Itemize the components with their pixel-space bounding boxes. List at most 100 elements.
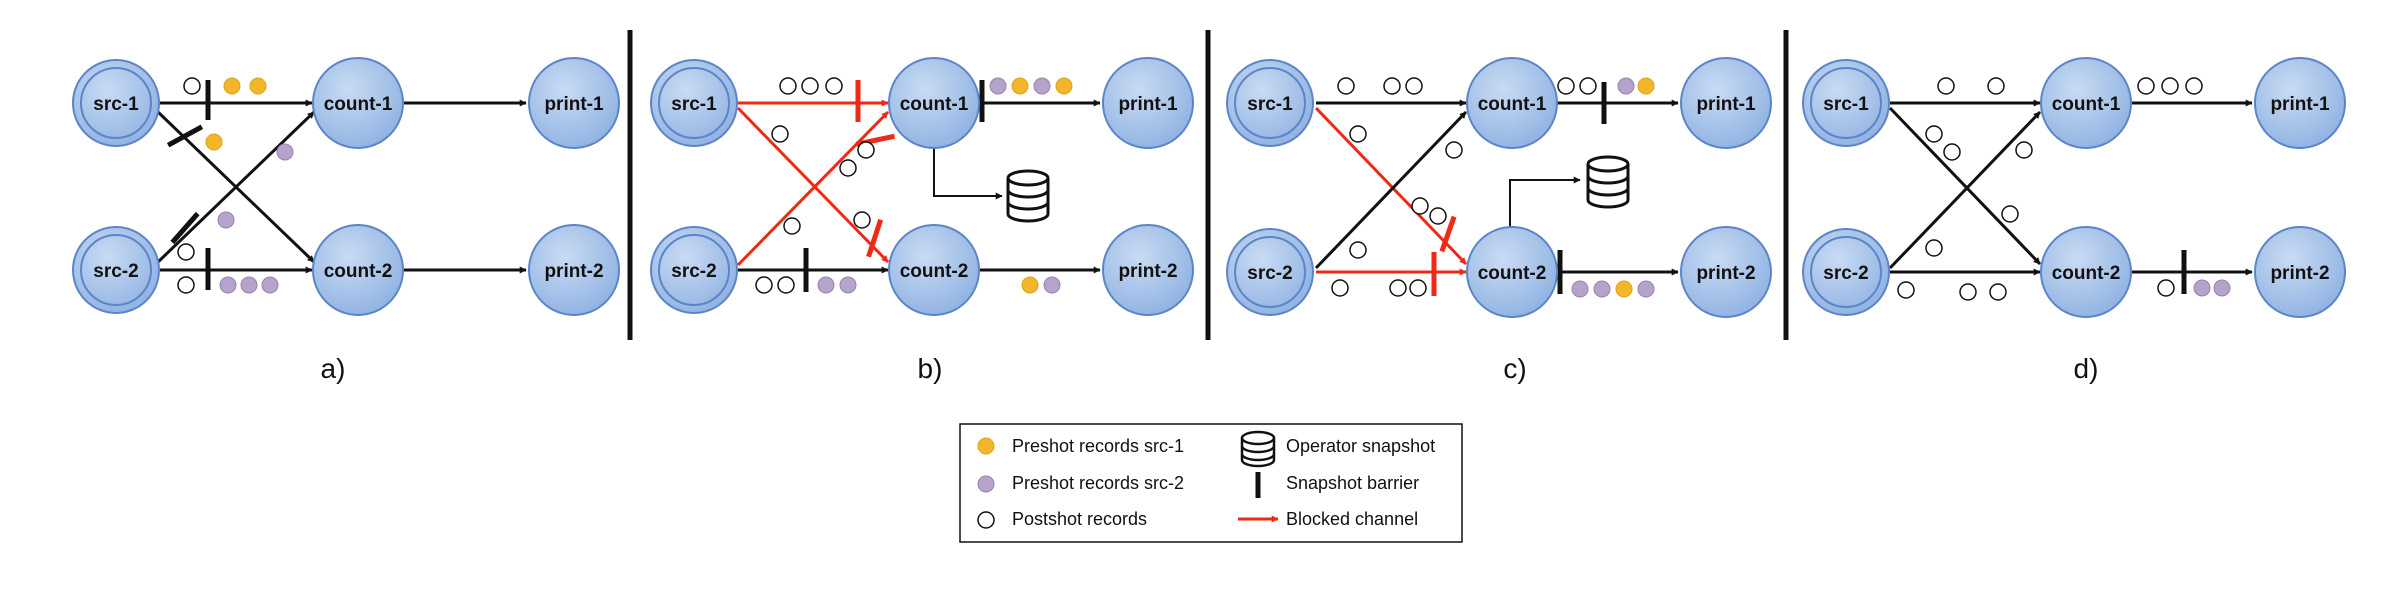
postshot-record — [1445, 141, 1463, 159]
node-label: print-1 — [1118, 94, 1178, 115]
operator-snapshot-icon — [1586, 155, 1630, 209]
node-print2: print-2 — [1102, 224, 1194, 316]
postshot-record — [2185, 77, 2203, 95]
preshot-record-src2 — [261, 276, 279, 294]
edge-src2-count1 — [1314, 110, 1468, 270]
legend-operator-snapshot-label: Operator snapshot — [1286, 436, 1435, 456]
postshot-record — [1925, 125, 1943, 143]
panel-d: src-1 src-2 count-1 count-2 print-1 prin… — [1802, 57, 2346, 384]
legend: Preshot records src-1 Preshot records sr… — [959, 423, 1463, 543]
node-label: src-1 — [93, 94, 139, 115]
node-count1: count-1 — [312, 57, 404, 149]
preshot-record-src1 — [1637, 77, 1655, 95]
legend-box — [959, 423, 1463, 543]
snapshot-edge — [933, 140, 1003, 200]
node-label: count-2 — [1478, 263, 1547, 284]
preshot-record-src1 — [205, 133, 223, 151]
node-label: src-1 — [1823, 94, 1869, 115]
postshot-record — [1897, 281, 1915, 299]
postshot-record — [825, 77, 843, 95]
node-count2: count-2 — [2040, 226, 2132, 318]
node-src1: src-1 — [1802, 59, 1890, 147]
node-src2: src-2 — [650, 226, 738, 314]
preshot-record-src1 — [223, 77, 241, 95]
postshot-record — [1405, 77, 1423, 95]
node-count2: count-2 — [312, 224, 404, 316]
preshot-record-src2 — [276, 143, 294, 161]
panel-c: src-1 src-2 count-1 count-2 print-1 prin… — [1226, 57, 1772, 384]
preshot-record-src2 — [1033, 77, 1051, 95]
postshot-record — [1579, 77, 1597, 95]
preshot-record-src2 — [989, 77, 1007, 95]
postshot-record — [1959, 283, 1977, 301]
preshot-record-src1 — [1021, 276, 1039, 294]
postshot-record — [2137, 77, 2155, 95]
node-label: count-1 — [2052, 94, 2121, 115]
postshot-record — [1925, 239, 1943, 257]
preshot-record-src2 — [219, 276, 237, 294]
legend-preshot-src2-label: Preshot records src-2 — [1012, 473, 1184, 493]
snapshot-barrier — [166, 124, 204, 148]
preshot-record-src2 — [1593, 280, 1611, 298]
panel-caption: b) — [918, 353, 943, 384]
postshot-record — [1337, 77, 1355, 95]
preshot-record-src2 — [217, 211, 235, 229]
snapshot-barrier — [170, 211, 200, 245]
postshot-record — [1331, 279, 1349, 297]
node-label: src-2 — [1823, 263, 1868, 284]
postshot-record — [177, 276, 195, 294]
postshot-record — [777, 276, 795, 294]
node-count2: count-2 — [888, 224, 980, 316]
snapshot-barrier-red — [1439, 215, 1457, 253]
edge-src2-count1 — [156, 110, 316, 264]
legend-snapshot-barrier-label: Snapshot barrier — [1286, 473, 1419, 493]
node-label: count-1 — [324, 94, 393, 115]
node-src1: src-1 — [650, 59, 738, 147]
postshot-record — [857, 141, 875, 159]
node-label: count-1 — [900, 94, 969, 115]
postshot-record — [177, 243, 195, 261]
postshot-record — [1383, 77, 1401, 95]
postshot-record — [2161, 77, 2179, 95]
preshot-record-src2 — [1637, 280, 1655, 298]
node-print2: print-2 — [2254, 226, 2346, 318]
node-print1: print-1 — [528, 57, 620, 149]
postshot-record — [1389, 279, 1407, 297]
node-label: count-2 — [900, 261, 969, 282]
edge-src2-count1-blocked — [736, 110, 890, 267]
postshot-record — [2001, 205, 2019, 223]
panel-b: src-1 src-2 count-1 count-2 print-1 prin… — [650, 57, 1194, 384]
node-print1: print-1 — [2254, 57, 2346, 149]
node-label: print-2 — [544, 261, 603, 282]
legend-preshot-src2-swatch — [977, 475, 995, 493]
node-src2: src-2 — [72, 226, 160, 314]
node-src2: src-2 — [1226, 228, 1314, 316]
node-label: print-1 — [1696, 94, 1756, 115]
node-label: print-2 — [1118, 261, 1177, 282]
postshot-record — [1987, 77, 2005, 95]
node-label: src-1 — [1247, 94, 1293, 115]
snapshot-barrier-red — [866, 218, 884, 258]
edge-src2-count1 — [1888, 110, 2042, 270]
node-label: print-1 — [544, 94, 604, 115]
node-count2: count-2 — [1466, 226, 1558, 318]
postshot-record — [1349, 125, 1367, 143]
postshot-record — [1409, 279, 1427, 297]
legend-postshot-swatch — [977, 511, 995, 529]
preshot-record-src2 — [817, 276, 835, 294]
postshot-record — [1937, 77, 1955, 95]
node-print1: print-1 — [1102, 57, 1194, 149]
node-label: print-2 — [2270, 263, 2329, 284]
node-label: src-1 — [671, 94, 717, 115]
postshot-record — [755, 276, 773, 294]
preshot-record-src1 — [1055, 77, 1073, 95]
node-src2: src-2 — [1802, 228, 1890, 316]
postshot-record — [1349, 241, 1367, 259]
node-count1: count-1 — [888, 57, 980, 149]
node-src1: src-1 — [1226, 59, 1314, 147]
preshot-record-src2 — [1571, 280, 1589, 298]
legend-preshot-src1-swatch — [977, 437, 995, 455]
postshot-record — [839, 159, 857, 177]
preshot-record-src1 — [1615, 280, 1633, 298]
postshot-record — [2157, 279, 2175, 297]
